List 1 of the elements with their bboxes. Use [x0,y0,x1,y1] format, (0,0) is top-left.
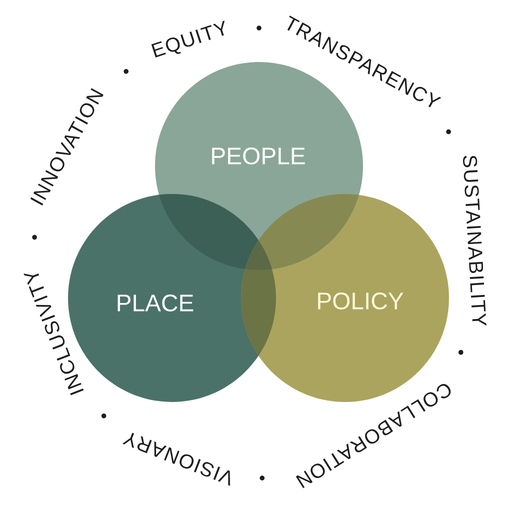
ring-word: SUSTAINABILITY [463,156,486,326]
